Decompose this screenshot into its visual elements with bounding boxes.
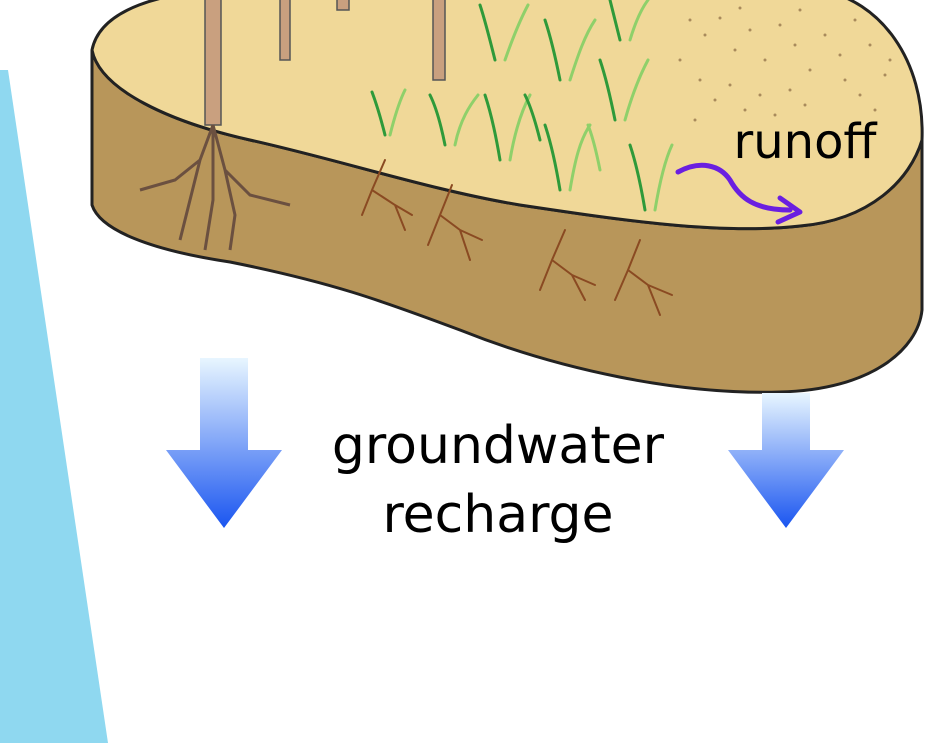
sand-speckles (678, 6, 892, 122)
recharge-label-line1: groundwater (332, 416, 665, 476)
tree-icon (139, 0, 291, 251)
runoff-arrowhead (775, 195, 803, 225)
tree-icon (279, 0, 291, 61)
grass-icon (370, 0, 674, 212)
down-arrow-icon (728, 393, 844, 528)
tree-icon (432, 0, 446, 81)
soil-block-top (90, 0, 924, 231)
grass-roots (361, 159, 673, 316)
runoff-arrow-icon (675, 162, 793, 213)
tree-icon (336, 0, 350, 11)
recharge-label-line2: recharge (382, 485, 613, 545)
down-arrow-icon (166, 358, 282, 528)
runoff-label: runoff (733, 114, 877, 170)
rain-wedge (0, 70, 108, 743)
